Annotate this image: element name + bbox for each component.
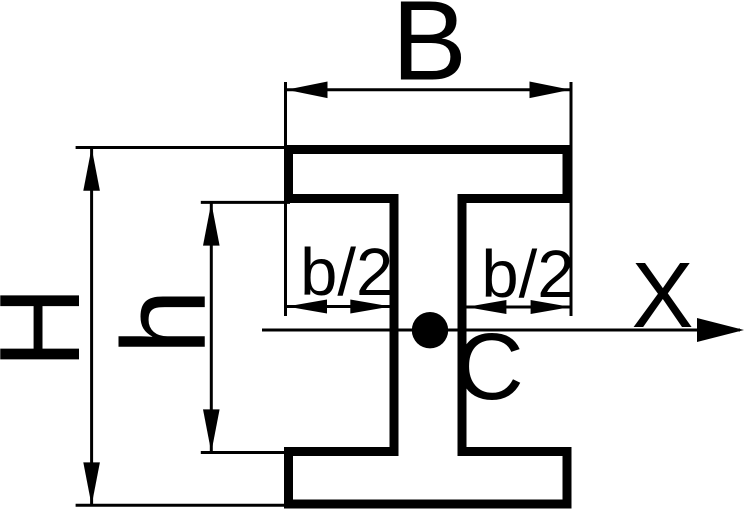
svg-text:H: H (0, 286, 104, 369)
svg-text:X: X (631, 243, 693, 347)
svg-text:B: B (392, 0, 467, 103)
svg-text:b/2: b/2 (481, 237, 574, 312)
svg-text:b/2: b/2 (300, 235, 393, 310)
svg-text:C: C (455, 314, 524, 420)
svg-text:h: h (97, 289, 230, 355)
